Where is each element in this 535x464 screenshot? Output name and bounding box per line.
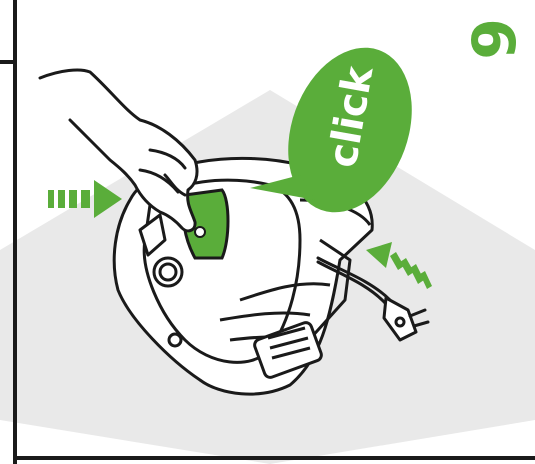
step-number: 6 — [467, 0, 517, 79]
panel-divider-top — [0, 60, 17, 64]
panel-border-left — [13, 0, 17, 464]
panel-border-bottom — [13, 456, 535, 460]
